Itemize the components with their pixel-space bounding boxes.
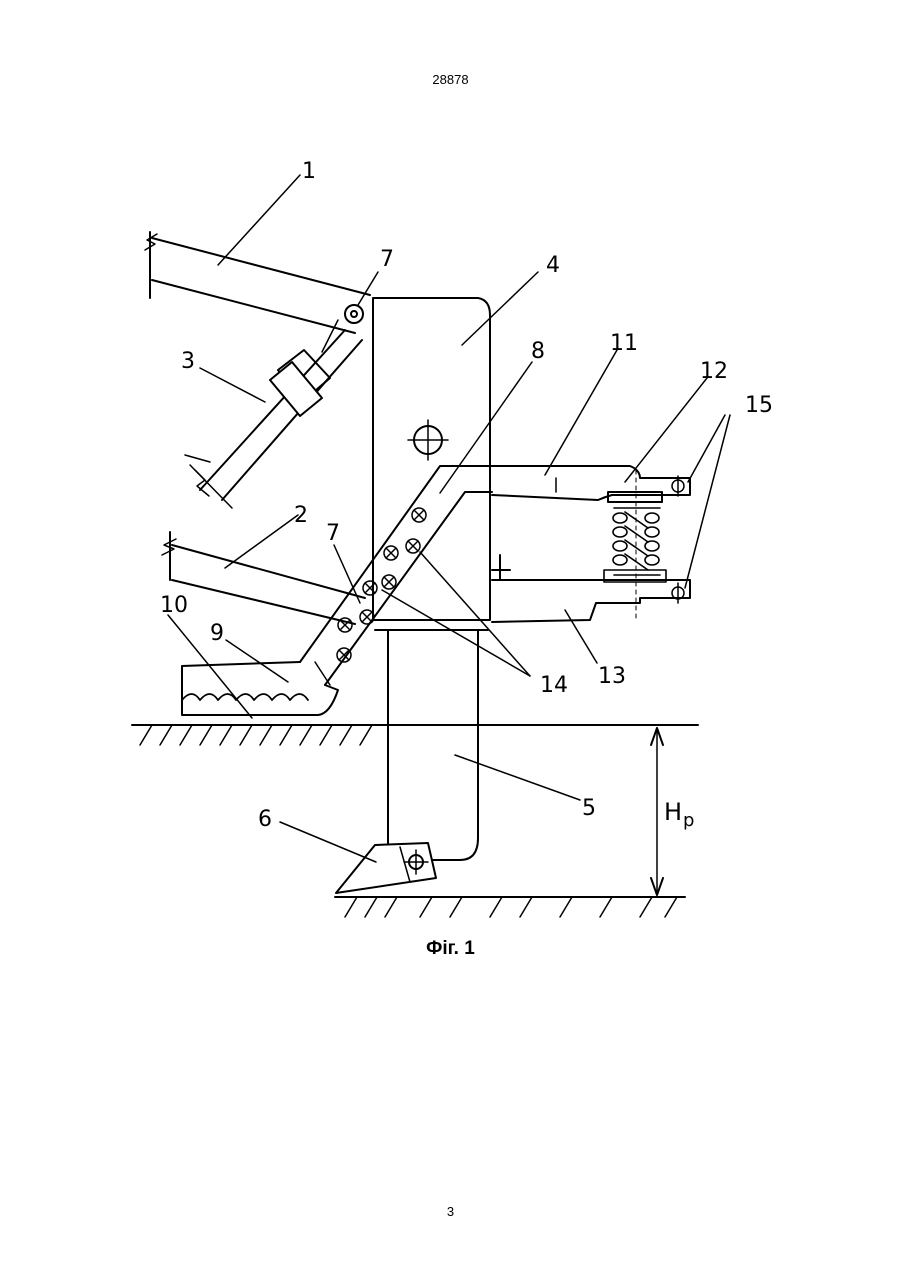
figure-caption: Фіг. 1 — [0, 938, 901, 960]
ripper-share — [336, 843, 436, 893]
label-4: 4 — [546, 253, 560, 278]
label-3: 3 — [181, 349, 195, 374]
label-7-top: 7 — [380, 247, 394, 272]
label-12: 12 — [700, 359, 728, 384]
label-11: 11 — [610, 331, 638, 356]
pivot-joint-top — [345, 305, 363, 323]
upper-spring-arm — [492, 466, 690, 502]
label-hp-h: H — [664, 798, 682, 826]
label-2: 2 — [294, 503, 308, 528]
label-10: 10 — [160, 593, 188, 618]
lower-spring-arm — [492, 555, 690, 622]
hydraulic-cylinder — [185, 320, 362, 508]
label-13: 13 — [598, 664, 626, 689]
depth-skid — [182, 662, 338, 715]
depth-dimension — [651, 728, 663, 895]
ground-surface — [132, 725, 698, 745]
label-5: 5 — [582, 796, 596, 821]
label-1: 1 — [302, 159, 316, 184]
ripper-shank — [388, 630, 478, 860]
label-14: 14 — [540, 673, 568, 698]
label-9: 9 — [210, 621, 224, 646]
page-number: 3 — [0, 1204, 901, 1219]
depth-bottom-line — [335, 897, 685, 917]
upper-frame-bar — [145, 232, 370, 333]
label-7-bottom: 7 — [326, 521, 340, 546]
label-6: 6 — [258, 807, 272, 832]
label-15: 15 — [745, 393, 773, 418]
label-hp-p: p — [683, 810, 694, 831]
label-8: 8 — [531, 339, 545, 364]
